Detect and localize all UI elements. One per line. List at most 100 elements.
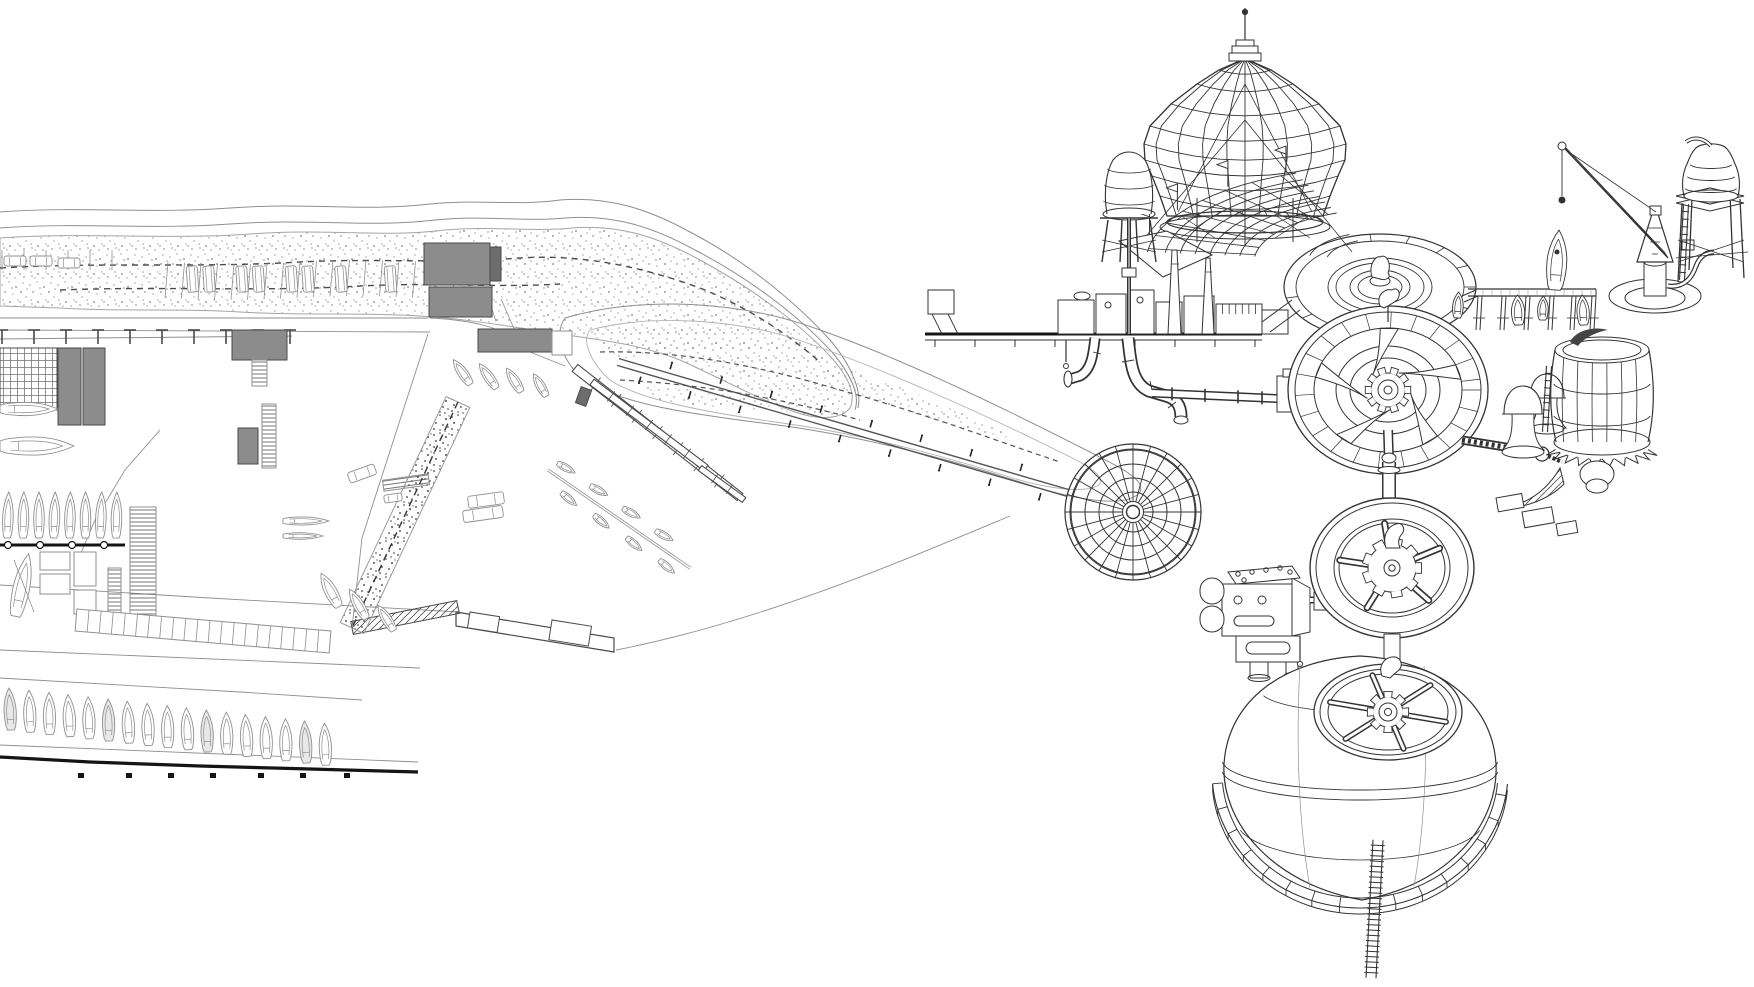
building bbox=[551, 330, 573, 356]
dock-structures bbox=[0, 540, 615, 654]
building bbox=[477, 328, 553, 353]
car bbox=[185, 265, 200, 293]
building bbox=[231, 329, 288, 361]
boat bbox=[624, 535, 643, 552]
shoreline-contours bbox=[0, 198, 860, 411]
boat bbox=[588, 483, 609, 496]
drive-shaft bbox=[1377, 429, 1401, 500]
car bbox=[383, 492, 403, 504]
building bbox=[73, 551, 97, 587]
boat bbox=[141, 702, 155, 746]
barrel-gear bbox=[1495, 328, 1658, 537]
boat bbox=[320, 572, 343, 609]
drum-pavilion bbox=[1221, 655, 1499, 901]
building bbox=[428, 286, 493, 318]
quay-lines bbox=[0, 317, 1011, 763]
boat-pier bbox=[1452, 229, 1599, 331]
car bbox=[334, 265, 348, 293]
factory-platform bbox=[925, 249, 1289, 347]
machine-assembly bbox=[925, 8, 1749, 979]
boat bbox=[62, 693, 76, 738]
boat bbox=[259, 715, 273, 760]
car bbox=[235, 265, 249, 293]
boat bbox=[180, 706, 195, 751]
harbor-crane bbox=[1557, 141, 1715, 314]
amphitheater bbox=[1117, 145, 1358, 278]
boardwalk bbox=[616, 357, 1070, 501]
boat bbox=[1510, 294, 1526, 326]
boat bbox=[239, 713, 254, 758]
building bbox=[423, 242, 491, 286]
pennant-flag bbox=[1273, 145, 1287, 155]
car bbox=[284, 265, 299, 293]
buildings bbox=[0, 242, 593, 621]
breakwater bbox=[339, 395, 471, 635]
boat bbox=[621, 506, 641, 519]
boats bbox=[0, 359, 550, 766]
car bbox=[57, 257, 81, 269]
boat bbox=[532, 373, 550, 399]
pennant-flag bbox=[1165, 183, 1178, 193]
boat bbox=[349, 588, 370, 621]
boat bbox=[3, 687, 17, 731]
building bbox=[489, 246, 502, 282]
building bbox=[39, 551, 71, 571]
boat bbox=[1576, 294, 1590, 326]
boat bbox=[1546, 229, 1568, 291]
car bbox=[202, 265, 216, 293]
boat bbox=[200, 709, 214, 753]
circular-plaza bbox=[1261, 233, 1477, 341]
building bbox=[0, 347, 58, 411]
car bbox=[347, 463, 377, 484]
fountain-sculpture bbox=[1370, 255, 1390, 280]
boat bbox=[282, 516, 331, 526]
boat bbox=[657, 558, 676, 574]
water-tower-left bbox=[1100, 151, 1158, 334]
pipes bbox=[1063, 337, 1189, 425]
boat bbox=[23, 689, 37, 733]
car bbox=[383, 265, 398, 293]
boat bbox=[452, 359, 474, 387]
drum-skirt bbox=[1212, 782, 1508, 915]
capstans bbox=[1500, 373, 1568, 459]
boat bbox=[0, 436, 76, 456]
boat bbox=[82, 695, 96, 740]
building bbox=[237, 427, 259, 465]
water-tower-right bbox=[1675, 136, 1749, 283]
boat bbox=[377, 604, 397, 633]
building bbox=[251, 359, 268, 387]
boat bbox=[559, 490, 578, 507]
lattice-dome bbox=[1135, 8, 1353, 253]
boat bbox=[33, 490, 45, 539]
seawall bbox=[0, 755, 419, 778]
car bbox=[251, 265, 266, 293]
boat bbox=[555, 460, 576, 474]
wheel-ornament bbox=[1378, 288, 1400, 309]
hub-ornament bbox=[1384, 523, 1405, 549]
boat bbox=[95, 490, 107, 539]
car bbox=[29, 255, 53, 267]
boat bbox=[478, 363, 500, 391]
marina-piers bbox=[547, 363, 747, 574]
access-ladder bbox=[1364, 839, 1385, 979]
building bbox=[129, 506, 157, 618]
boat bbox=[653, 528, 674, 542]
pennant-flag bbox=[1215, 159, 1229, 170]
car bbox=[3, 255, 27, 267]
building bbox=[261, 403, 277, 469]
boat bbox=[121, 700, 136, 744]
boat bbox=[48, 490, 61, 539]
car bbox=[301, 265, 315, 293]
site-plan bbox=[0, 198, 1202, 778]
building bbox=[39, 573, 71, 595]
building bbox=[82, 347, 106, 426]
web-platform bbox=[1064, 443, 1202, 581]
building bbox=[57, 347, 82, 426]
car bbox=[462, 505, 504, 523]
boat bbox=[2, 490, 14, 539]
flywheel bbox=[1309, 497, 1475, 673]
boat bbox=[318, 722, 332, 766]
car bbox=[467, 491, 505, 509]
